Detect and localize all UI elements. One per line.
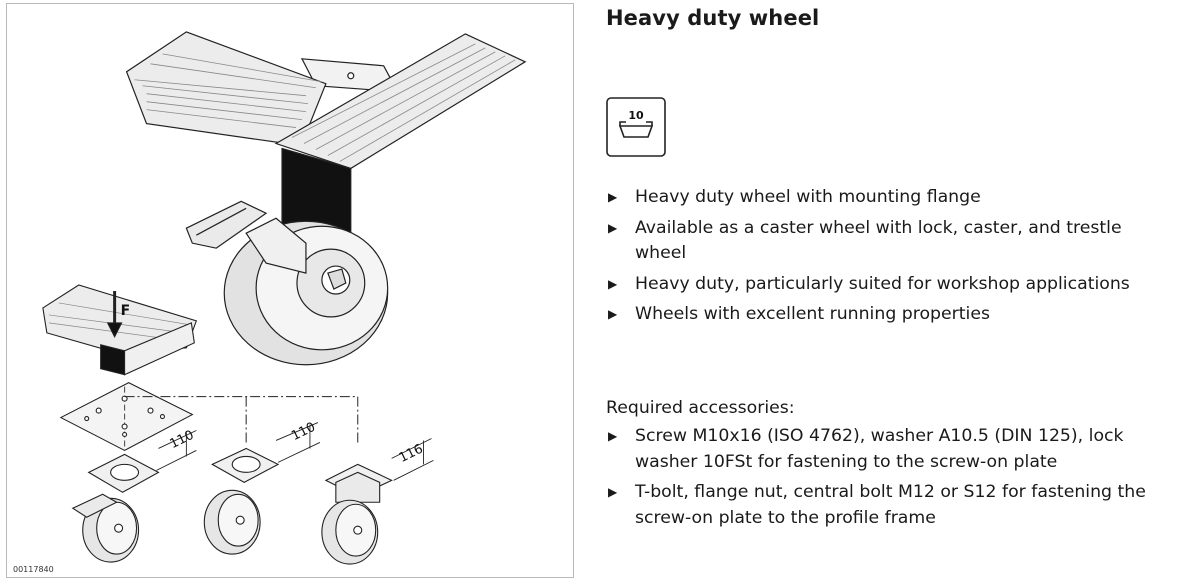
- trestle-wheel: [321, 463, 393, 565]
- list-item: ▶Available as a caster wheel with lock, …: [608, 217, 1122, 264]
- list-item: ▶Heavy duty wheel with mounting flange: [606, 185, 1176, 211]
- dimension-label-2: 110: [289, 420, 318, 444]
- screw-on-plate: [59, 382, 194, 452]
- bullet-triangle-icon: ▶: [608, 307, 618, 321]
- figure-id: 00117840: [13, 565, 54, 574]
- profile-back: [125, 31, 327, 145]
- large-wheel-assembly: [125, 31, 527, 366]
- wheel-assembly-drawing: F: [42, 31, 527, 565]
- dimension-label-1: 110: [168, 428, 197, 452]
- bullet-triangle-icon: ▶: [608, 190, 618, 204]
- wheel-fork: [245, 217, 307, 274]
- bullet-triangle-icon: ▶: [608, 429, 618, 443]
- feature-list: ▶Heavy duty wheel with mounting flange ▶…: [606, 185, 1176, 333]
- reference-lines: [124, 396, 359, 443]
- accessories-heading: Required accessories:: [606, 398, 795, 418]
- caster-with-lock: [71, 453, 160, 563]
- list-item: ▶Screw M10x16 (ISO 4762), washer A10.5 (…: [608, 426, 1124, 472]
- dimension-label-3: 116: [397, 442, 426, 466]
- accessories-list: ▶Screw M10x16 (ISO 4762), washer A10.5 (…: [606, 424, 1176, 536]
- dimension-lines: [156, 422, 434, 481]
- list-item: ▶T-bolt, flange nut, central bolt M12 or…: [608, 482, 1146, 528]
- bullet-triangle-icon: ▶: [608, 220, 618, 235]
- page-title: Heavy duty wheel: [606, 6, 820, 30]
- bullet-triangle-icon: ▶: [608, 276, 618, 291]
- profile-right: [274, 33, 527, 170]
- swivel-caster: [203, 447, 280, 555]
- list-item: ▶Heavy duty, particularly suited for wor…: [606, 272, 1176, 298]
- brake-pedal: [185, 200, 268, 249]
- small-profile-detail: F: [42, 284, 198, 376]
- list-item: ▶Wheels with excellent running propertie…: [606, 302, 1176, 328]
- bullet-triangle-icon: ▶: [608, 485, 618, 499]
- force-label: F: [121, 303, 131, 319]
- profile-slot-10-icon: 10: [606, 97, 666, 157]
- product-illustration: F: [6, 3, 574, 578]
- slot-size-label: 10: [628, 109, 644, 122]
